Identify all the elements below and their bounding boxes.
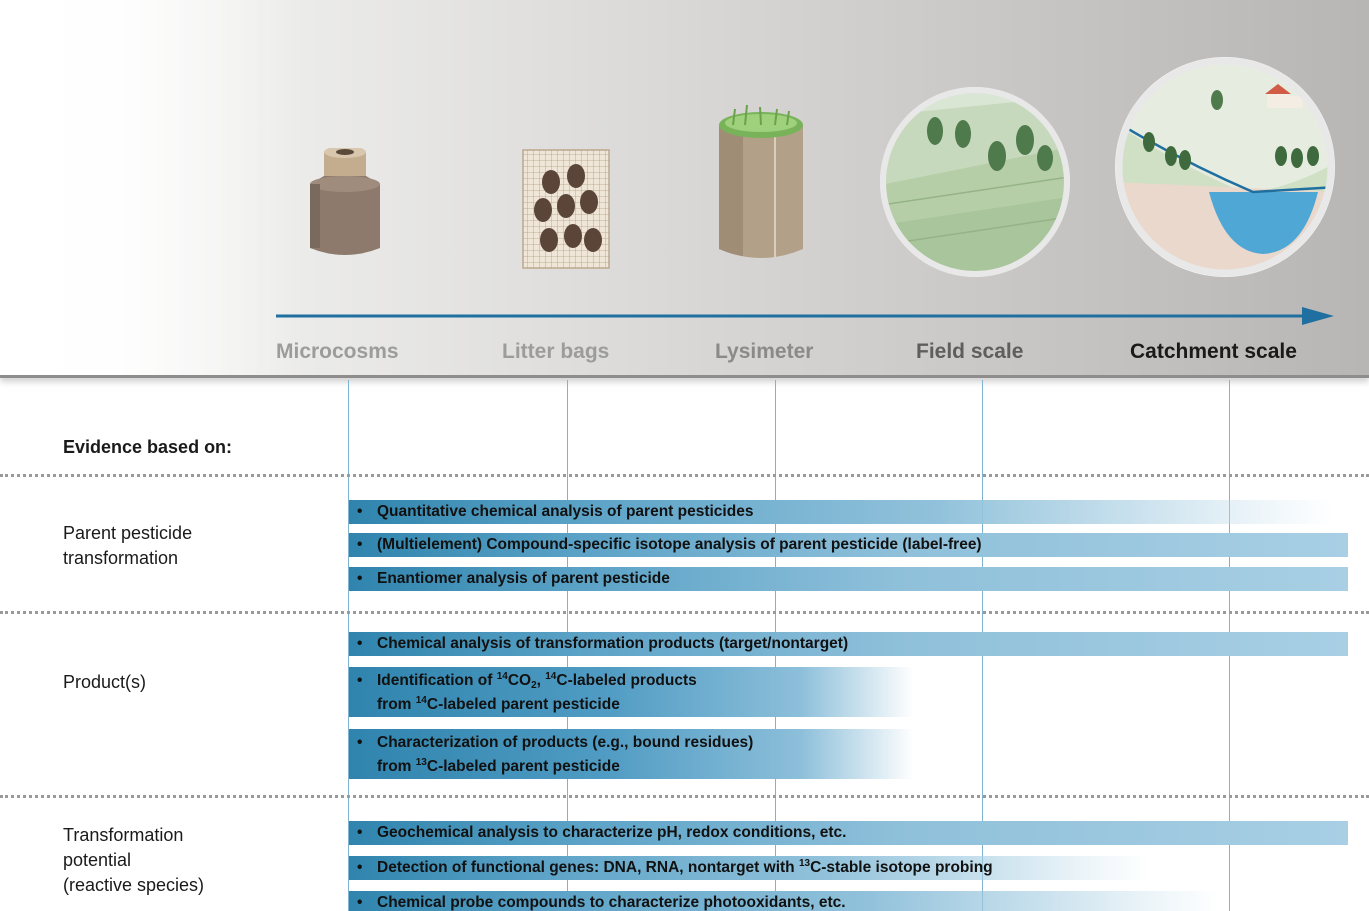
catchment-scale-icon xyxy=(1115,57,1335,277)
method-text: Detection of functional genes: DNA, RNA,… xyxy=(377,858,993,877)
method-bar: • Characterization of products (e.g., bou… xyxy=(349,729,914,779)
category-label-line: Product(s) xyxy=(63,672,147,692)
method-text: Quantitative chemical analysis of parent… xyxy=(377,503,754,520)
bullet: • xyxy=(357,536,363,553)
field-scale-icon xyxy=(880,87,1070,277)
litter-bag-icon xyxy=(522,149,610,269)
method-text: Chemical probe compounds to characterize… xyxy=(377,894,846,911)
banner-fade xyxy=(0,0,300,375)
scale-arrow xyxy=(276,307,1334,325)
scale-label-litter-bags: Litter bags xyxy=(502,340,610,363)
method-bar: • Enantiomer analysis of parent pesticide xyxy=(349,567,1348,591)
method-text: (Multielement) Compound-specific isotope… xyxy=(377,536,982,553)
section-separator xyxy=(0,795,1369,798)
category-label-line: (reactive species) xyxy=(63,875,205,895)
method-text: Enantiomer analysis of parent pesticide xyxy=(377,570,670,587)
method-text: Identification of 14CO2, 14C-labeled pro… xyxy=(377,671,697,691)
bullet: • xyxy=(357,824,363,841)
section-separator xyxy=(0,611,1369,614)
guide-line-microcosms xyxy=(348,380,349,911)
evidence-title: Evidence based on: xyxy=(63,437,233,457)
bullet: • xyxy=(357,859,363,876)
bullet: • xyxy=(357,894,363,911)
method-text-line2: from 14C-labeled parent pesticide xyxy=(377,695,620,714)
method-text: Chemical analysis of transformation prod… xyxy=(377,635,849,652)
bullet: • xyxy=(357,570,363,587)
category-label-products: Product(s) xyxy=(63,670,146,695)
scale-label-field-scale: Field scale xyxy=(916,340,1024,363)
bullet: • xyxy=(357,672,363,689)
category-label-line: Parent pesticide xyxy=(63,523,193,543)
category-label-parent-transformation: Parent pesticide transformation xyxy=(63,521,192,571)
bullet: • xyxy=(357,734,363,751)
scale-label-lysimeter: Lysimeter xyxy=(715,340,814,363)
bullet: • xyxy=(357,635,363,652)
method-bar: • Geochemical analysis to characterize pH… xyxy=(349,821,1348,845)
category-label-line: transformation xyxy=(63,548,179,568)
microcosm-icon xyxy=(310,148,380,255)
category-label-line: potential xyxy=(63,850,132,870)
lysimeter-icon xyxy=(719,104,803,258)
method-bar: • Detection of functional genes: DNA, RNA… xyxy=(349,856,1149,880)
method-text: Characterization of products (e.g., boun… xyxy=(377,734,754,751)
scale-label-catchment-scale: Catchment scale xyxy=(1130,340,1297,363)
method-text: Geochemical analysis to characterize pH,… xyxy=(377,824,847,841)
method-bar: • Chemical probe compounds to characteriz… xyxy=(349,891,1219,911)
method-text-line2: from 13C-labeled parent pesticide xyxy=(377,757,620,776)
scale-banner: Microcosms Litter bags Lysimeter Field s… xyxy=(0,0,1369,378)
bullet: • xyxy=(357,503,363,520)
method-bar: • Quantitative chemical analysis of paren… xyxy=(349,500,1334,524)
scale-label-microcosms: Microcosms xyxy=(276,340,399,363)
method-bar: • (Multielement) Compound-specific isotop… xyxy=(349,533,1348,557)
method-bar: • Identification of 14CO2, 14C-labeled pr… xyxy=(349,667,914,717)
category-label-line: Transformation xyxy=(63,825,184,845)
category-label-transformation-potential: Transformation potential (reactive speci… xyxy=(63,823,204,898)
section-separator xyxy=(0,474,1369,477)
method-bar: • Chemical analysis of transformation pro… xyxy=(349,632,1348,656)
